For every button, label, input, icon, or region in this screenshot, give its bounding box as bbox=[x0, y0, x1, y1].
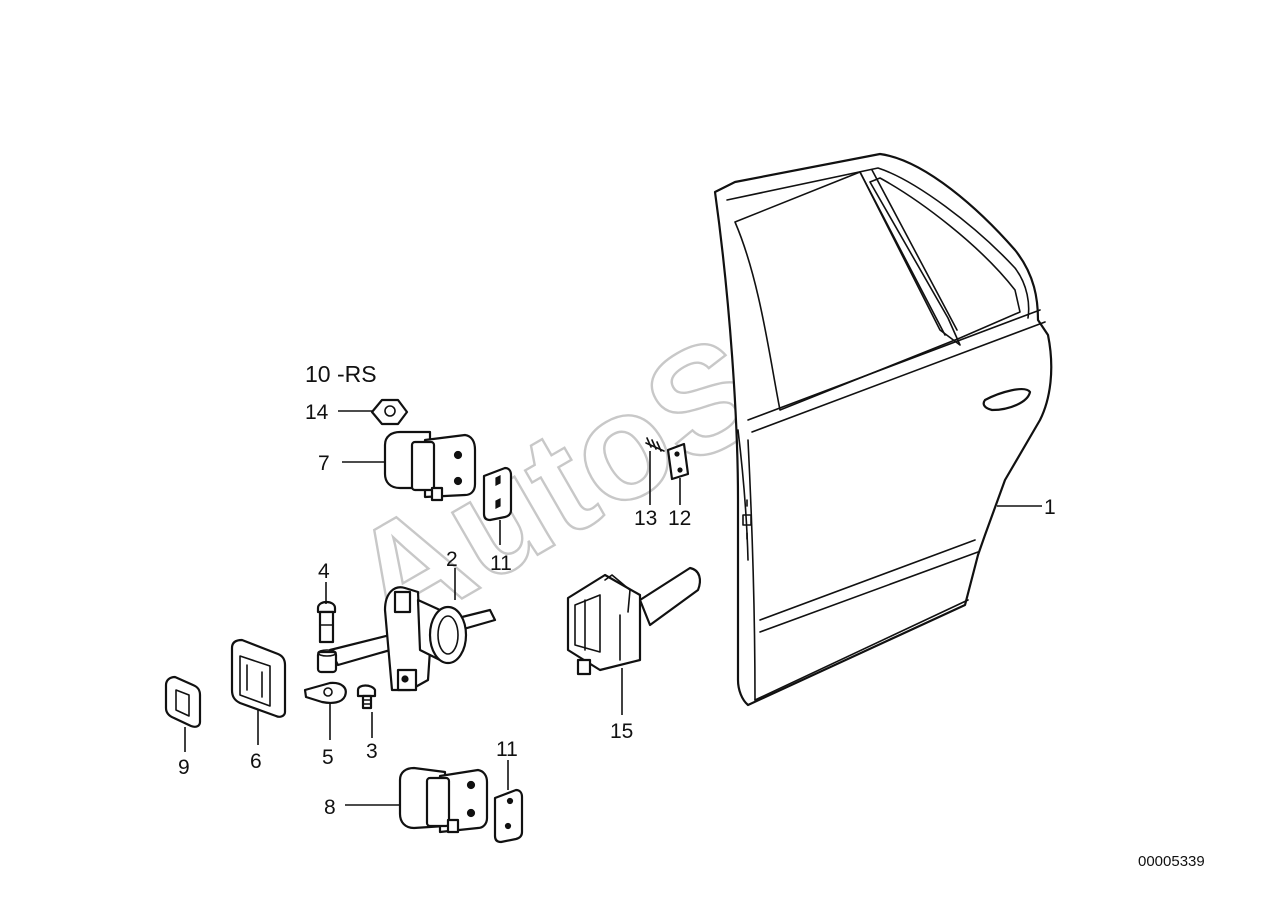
diagram-reference-number: 00005339 bbox=[1138, 853, 1205, 870]
part-12-plate bbox=[666, 442, 690, 481]
callout-6: 6 bbox=[250, 750, 262, 773]
part-2-bushing bbox=[316, 649, 338, 674]
callout-labels: 1 2 3 4 5 6 7 8 9 10 -RS 11 11 12 13 14 … bbox=[178, 361, 1056, 819]
callout-7: 7 bbox=[318, 452, 330, 475]
part-14-nut bbox=[370, 398, 409, 426]
part-8-lower-hinge bbox=[398, 766, 489, 834]
part-6-grommet bbox=[230, 638, 287, 718]
callout-11-bottom: 11 bbox=[496, 738, 518, 761]
callout-11-top: 11 bbox=[490, 552, 512, 575]
part-3-screw bbox=[356, 684, 377, 710]
part-7-upper-hinge bbox=[383, 430, 477, 502]
part-15-lock-cover bbox=[566, 566, 701, 676]
callout-8: 8 bbox=[324, 796, 336, 819]
callout-9: 9 bbox=[178, 756, 190, 779]
callout-15: 15 bbox=[610, 720, 633, 743]
callout-13: 13 bbox=[634, 507, 657, 530]
part-11-upper-shim bbox=[482, 466, 513, 522]
part-13-screw bbox=[645, 437, 665, 452]
leader-lines bbox=[184, 410, 1042, 806]
part-11-lower-shim bbox=[493, 788, 524, 844]
part-4-pin bbox=[316, 600, 337, 644]
part-5-clip bbox=[303, 681, 347, 704]
callout-12: 12 bbox=[668, 507, 691, 530]
callout-10-rs: 10 -RS bbox=[305, 361, 377, 387]
callout-4: 4 bbox=[318, 560, 330, 583]
part-1-rear-door bbox=[713, 152, 1053, 707]
part-2-door-check bbox=[328, 586, 497, 692]
callout-1: 1 bbox=[1044, 496, 1056, 519]
callout-5: 5 bbox=[322, 746, 334, 769]
callout-3: 3 bbox=[366, 740, 378, 763]
part-9-seal bbox=[164, 675, 202, 728]
callout-14: 14 bbox=[305, 401, 329, 424]
callout-2: 2 bbox=[446, 548, 458, 571]
